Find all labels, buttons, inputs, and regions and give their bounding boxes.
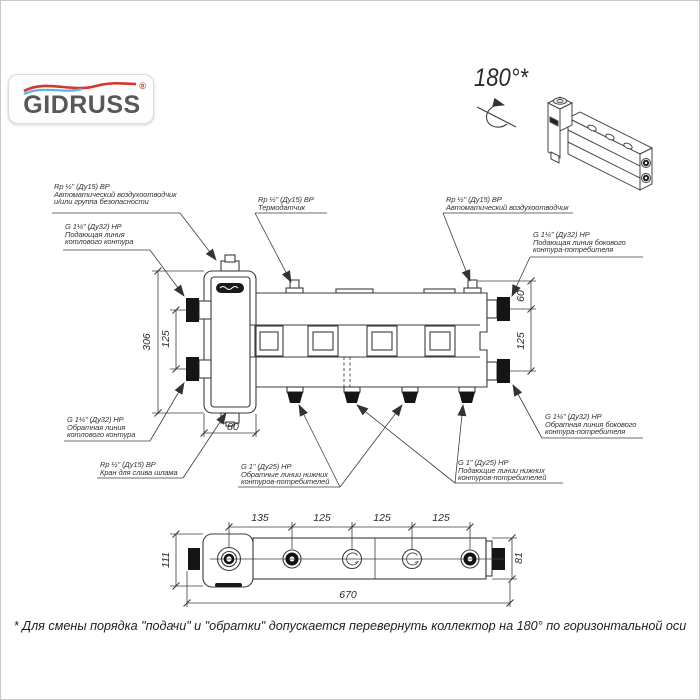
callout-line: Rp ½" (Ду15) ВР	[258, 195, 314, 204]
lower-port-3	[402, 392, 418, 403]
logo-text: GIDRUSS	[23, 91, 141, 119]
thermo-port	[285, 287, 304, 294]
callout-line: Кран для слива шлама	[100, 467, 178, 477]
boiler-return-port	[186, 357, 199, 381]
callout-line: G 1¼" (Ду32) НР	[533, 230, 590, 239]
logo-waves	[23, 82, 137, 96]
iso-badge	[549, 116, 559, 127]
callout-line: Подающая линия	[65, 229, 125, 239]
isometric-view	[546, 96, 654, 191]
gidruss-logo: GIDRUSS ®	[8, 74, 154, 124]
top-plug	[335, 288, 374, 294]
registered-mark: ®	[139, 81, 146, 91]
lower-port-1	[287, 392, 303, 403]
callout-line: Автоматический воздухоотводчик	[446, 202, 569, 212]
callout-leaders	[52, 212, 643, 488]
bottom-ports	[286, 386, 476, 403]
footnote: * Для смены порядка "подачи" и "обратки"…	[13, 618, 687, 633]
callout-drain: Rp ½" (Ду15) ВР Кран для слива шлама	[100, 461, 178, 476]
side-ports	[186, 297, 510, 383]
air-vent-port	[463, 287, 482, 294]
dim-60: 60	[515, 290, 527, 302]
dim-111: 111	[160, 552, 172, 568]
callout-air-vent: Rp ½" (Ду15) ВР Автоматический воздухоот…	[446, 196, 569, 211]
callout-line: G 1¼" (Ду32) НР	[545, 412, 602, 421]
dim-125-a: 125	[313, 512, 331, 524]
callout-side-supply: G 1¼" (Ду32) НР Подающая линия бокового …	[533, 231, 626, 254]
callout-line: G 1¼" (Ду32) НР	[67, 415, 124, 424]
callout-line: Обратные линии нижних	[241, 469, 328, 479]
dim-125-left: 125	[160, 330, 172, 348]
callout-side-return: G 1¼" (Ду32) НР Обратная линия бокового …	[545, 413, 636, 436]
callout-line: контура-потребителя	[533, 245, 614, 255]
front-view-drawing: 306 125 80 60 125	[52, 212, 643, 488]
callout-lower-supply: G 1" (Ду25) НР Подающие линии нижних кон…	[458, 459, 546, 482]
rotation-axis-icon	[476, 97, 517, 128]
lower-port-2	[344, 392, 360, 403]
separator-column	[203, 254, 257, 427]
callout-line: контуров-потребителей	[241, 477, 330, 487]
top-plug	[423, 288, 456, 294]
callout-line: G 1" (Ду25) НР	[241, 462, 292, 471]
callout-line: и/или группа безопасности	[54, 197, 149, 207]
union-circles	[216, 546, 480, 572]
rotation-angle-label: 180°*	[474, 64, 529, 92]
callout-line: котлового контура	[65, 237, 134, 247]
callout-line: Rp ½" (Ду15) ВР	[100, 460, 156, 469]
top-view-dimensions: 135 125 125 125 111 81 670	[160, 512, 525, 607]
collector-beam	[250, 279, 488, 388]
callout-line: Термодатчик	[258, 202, 305, 212]
dim-125-b: 125	[373, 512, 391, 524]
dim-125-right: 125	[515, 332, 527, 350]
left-port-top-view	[188, 548, 200, 570]
callout-line: Обратная линия	[67, 422, 126, 432]
dim-135: 135	[251, 512, 269, 524]
callout-air-vent-safety: Rp ½" (Ду15) ВР Автоматический воздухоот…	[54, 183, 177, 206]
callout-boiler-supply: G 1¼" (Ду32) НР Подающая линия котлового…	[65, 223, 133, 246]
gidruss-badge	[216, 283, 244, 293]
separator-top-view	[202, 533, 254, 588]
callout-line: Обратная линия бокового	[545, 419, 637, 429]
side-supply-port	[497, 297, 510, 321]
callout-thermo: Rp ½" (Ду15) ВР Термодатчик	[258, 196, 314, 211]
dim-80: 80	[227, 421, 239, 433]
dim-670: 670	[339, 589, 357, 601]
callout-line: G 1" (Ду25) НР	[458, 458, 509, 467]
boiler-supply-port	[186, 298, 199, 322]
callout-line: контура-потребителя	[545, 427, 626, 437]
callout-line: Подающие линии нижних	[458, 465, 545, 475]
side-return-port	[497, 359, 510, 383]
callout-line: G 1¼" (Ду32) НР	[65, 222, 122, 231]
callout-line: Автоматический воздухоотводчик	[54, 189, 177, 199]
lower-port-4	[459, 392, 475, 403]
dim-306: 306	[141, 333, 153, 351]
callout-line: контуров-потребителей	[458, 473, 547, 483]
front-view-dimensions: 306 125 80 60 125	[141, 267, 536, 437]
callout-lower-return: G 1" (Ду25) НР Обратные линии нижних кон…	[241, 463, 329, 486]
callout-line: Подающая линия бокового	[533, 237, 626, 247]
callout-line: котлового контура	[67, 430, 136, 440]
callout-line: Rp ½" (Ду15) ВР	[54, 182, 110, 191]
callout-boiler-return: G 1¼" (Ду32) НР Обратная линия котлового…	[67, 416, 135, 439]
dim-81: 81	[513, 552, 525, 564]
dim-125-c: 125	[432, 512, 450, 524]
callout-line: Rp ½" (Ду15) ВР	[446, 195, 502, 204]
top-view-drawing: 135 125 125 125 111 81 670	[160, 512, 525, 607]
